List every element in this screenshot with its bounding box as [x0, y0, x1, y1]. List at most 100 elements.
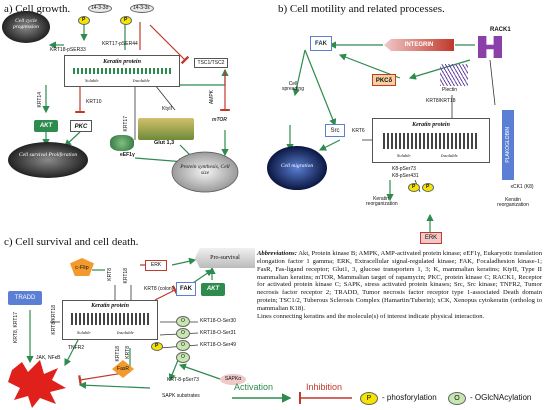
oglcnac-icon — [176, 328, 190, 339]
oglcnac-o-1: O — [181, 318, 185, 324]
keratin-filament-b — [383, 133, 479, 149]
krt18-label-c: KRT18 — [123, 268, 129, 284]
integrin-arrow: INTEGRIN — [384, 39, 454, 51]
plectin-label: Plectin — [442, 87, 458, 93]
keratin-insoluble-b: Insoluble — [441, 153, 458, 158]
cell-survival-label: Cell survival Proliferation — [18, 152, 78, 158]
krt17-label: KRT17 — [123, 116, 129, 132]
keratin-title-a: Keratin protein — [103, 59, 141, 65]
abbreviations-footnote: Lines connecting keratins and the molecu… — [257, 312, 485, 320]
erk-box-c: ERK — [145, 260, 167, 271]
oglcnac-o-4: O — [181, 354, 185, 360]
krt14-label: KRT14 — [37, 92, 43, 108]
protein-14-3-3s — [88, 4, 112, 13]
plakoglobin-bar: PLAKOGLOBIN — [502, 110, 514, 180]
legend-phospho-text: - phosforylation — [382, 393, 437, 402]
phospho-icon — [422, 183, 434, 192]
krt6-label: KRT6 — [352, 128, 365, 134]
label-14-3-3e: 14-3-3ε — [133, 5, 150, 11]
krt18-o-ser49-label: KRT18-O-Ser49 — [200, 342, 237, 348]
glut-membrane — [138, 118, 194, 140]
legend-oglcnac-icon: O — [448, 392, 466, 405]
krt8-label-c: KRT8 — [107, 268, 113, 281]
krt18-pser33-label: KRT18-pSER33 — [50, 47, 86, 53]
panel-a-title: a) Cell growth. — [4, 3, 71, 15]
oglcnac-o-2: O — [181, 330, 185, 336]
keratin-reorg-label-1: Keratin reorganization — [366, 196, 398, 207]
tradd-box: TRADD — [8, 291, 42, 305]
legend-activation: Activation — [234, 382, 274, 392]
cell-migration-label: Cell migration — [280, 163, 314, 169]
cflip-shape: c-Flip — [70, 258, 94, 276]
keratin-box-b: Keratin protein Soluble Insoluble — [372, 118, 490, 163]
legend-inhibition: Inhibition — [306, 382, 343, 392]
keratin-soluble-c: Soluble — [77, 330, 91, 335]
keratin-title-b: Keratin protein — [412, 122, 450, 128]
ktyii-label: KtyII — [162, 106, 173, 112]
krt17-pser44-label: KRT17-pSER44 — [102, 41, 138, 47]
rack1-label: RACK1 — [490, 27, 511, 33]
keratin-box-a: Keratin protein Soluble Insoluble — [64, 55, 180, 87]
phospho-icon — [408, 183, 420, 192]
oglcnac-icon — [176, 352, 190, 363]
tnfr2-label: TNFR2 — [68, 345, 85, 351]
akt-box-c: AKT — [201, 283, 225, 296]
krt10-label: KRT10 — [86, 99, 102, 105]
krt8-krt17-label: KRT8, KRT17 — [13, 312, 19, 343]
k8-pser431-label: K8-pSer431 — [392, 173, 419, 179]
sapk-ellipse: SAPKα — [220, 374, 246, 385]
eef1g-protein-icon — [110, 135, 134, 151]
keratin-reorg-label-2: Keratin reorganization — [497, 197, 529, 208]
keratin-filament-a — [73, 68, 171, 74]
protein-14-3-3e — [130, 4, 154, 13]
keratin-soluble-a: Soluble — [85, 78, 99, 83]
cell-cycle-label: Cell cycle progression — [13, 18, 39, 30]
keratin-soluble-b: Soluble — [397, 153, 411, 158]
phospho-p-c1: P — [155, 343, 159, 349]
keratin-box-c: Keratin protein Soluble Insoluble — [62, 300, 158, 340]
akt-box-a: AKT — [34, 120, 58, 132]
abbreviations-text: Akt, Protein kinase B; AMPK, AMP-activat… — [257, 250, 542, 312]
oglcnac-o-3: O — [181, 342, 185, 348]
fak-box-c: FAK — [176, 282, 196, 296]
krt8-colon-label: KRT8 (colon) — [144, 286, 174, 292]
krt18-o-ser30-label: KRT18-O-Ser30 — [200, 318, 237, 324]
phospho-p-a2: P — [124, 17, 128, 23]
oglcnac-icon — [176, 340, 190, 351]
pro-survival-box: Pro-survival — [195, 248, 255, 268]
tsc-box: TSC1/TSC2 — [194, 58, 228, 68]
k8-pser73-label: K8-pSer73 — [392, 166, 416, 172]
phospho-icon — [120, 16, 132, 25]
jak-nfkb-label: JAK, NFκB — [36, 355, 61, 361]
rack1-protein-icon — [478, 36, 502, 58]
phospho-p-b2: P — [426, 184, 430, 190]
xck-label: xCK1 (K8) — [510, 184, 534, 190]
label-14-3-3s: 14-3-3σ — [91, 5, 109, 11]
src-box: Src — [325, 124, 345, 137]
panel-c-title: c) Cell survival and cell death. — [4, 236, 139, 248]
eef1g-label: eEF1γ — [120, 152, 135, 158]
fasr-diamond: FasR — [112, 360, 134, 378]
pkc-box: PKC — [70, 120, 92, 132]
phospho-icon — [151, 342, 163, 351]
glut-label: Glut 1,3 — [154, 140, 175, 146]
mtor-label: mTOR — [212, 117, 227, 123]
oglcnac-icon — [176, 316, 190, 327]
protein-synthesis-label: Protein synthesis, Cell size — [180, 164, 230, 176]
plakoglobin-label: PLAKOGLOBIN — [505, 127, 511, 163]
legend-oglcnac-text: - OGlcNAcylation — [470, 393, 532, 402]
abbreviations-block: Abbreviations: Akt, Protein kinase B; AM… — [257, 250, 542, 321]
pkcd-box: PKCδ — [372, 74, 396, 86]
fak-box-b: FAK — [310, 36, 332, 51]
phospho-icon — [78, 16, 90, 25]
plectin-icon — [440, 64, 468, 86]
krt8-pser73-label: KRT-8-pSer73 — [167, 377, 199, 383]
keratin-title-c: Keratin protein — [91, 303, 129, 309]
keratin-insoluble-c: Insoluble — [117, 330, 134, 335]
krt18-label-c2: KRT18 — [115, 346, 121, 362]
krt18-o-ser31-label: KRT18-O-Ser31 — [200, 330, 237, 336]
phospho-p-a1: P — [82, 17, 86, 23]
ampk-label: AMPK — [209, 90, 215, 105]
sapk-substrates-label: SAPK substrates — [162, 393, 200, 399]
